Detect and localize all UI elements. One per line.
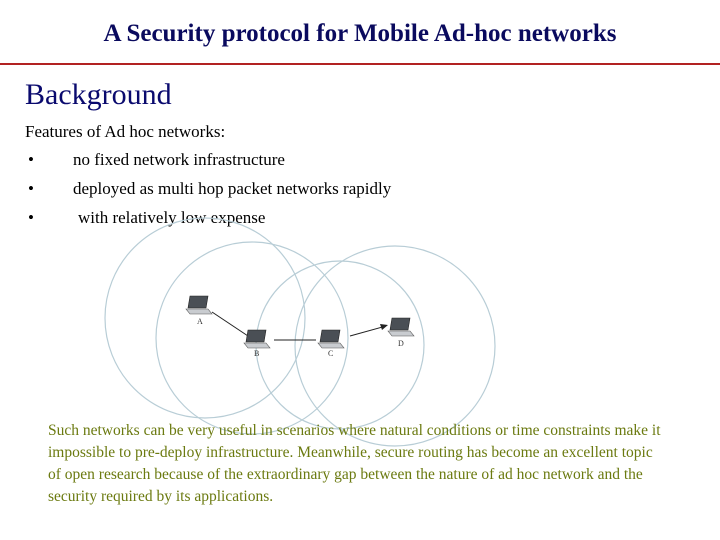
features-intro: Features of Ad hoc networks: (25, 122, 226, 141)
link-arrowhead (380, 324, 388, 330)
link-c-d (349, 325, 387, 337)
node-label-d: D (398, 339, 404, 348)
range-circle-a (104, 217, 306, 419)
slide-title: A Security protocol for Mobile Ad-hoc ne… (103, 20, 617, 47)
node-label-b: B (254, 349, 259, 358)
bullet-text: deployed as multi hop packet networks ra… (73, 179, 392, 198)
bullet-marker: • (28, 179, 34, 198)
link-a-b (211, 311, 249, 337)
node-label-a: A (197, 317, 203, 326)
laptop-icon (243, 329, 271, 349)
description-paragraph: Such networks can be very useful in scen… (48, 422, 661, 505)
bullet-text: with relatively low expense (78, 208, 266, 227)
range-circle-d (294, 245, 496, 447)
bullet-text: no fixed network infrastructure (73, 150, 285, 169)
node-label-c: C (328, 349, 333, 358)
section-heading: Background (25, 78, 172, 111)
bullet-marker: • (28, 208, 34, 227)
laptop-icon (387, 317, 415, 337)
laptop-icon (185, 295, 213, 315)
laptop-icon (317, 329, 345, 349)
bullet-marker: • (28, 150, 34, 169)
title-divider (0, 63, 720, 65)
range-circle-b (155, 241, 349, 435)
